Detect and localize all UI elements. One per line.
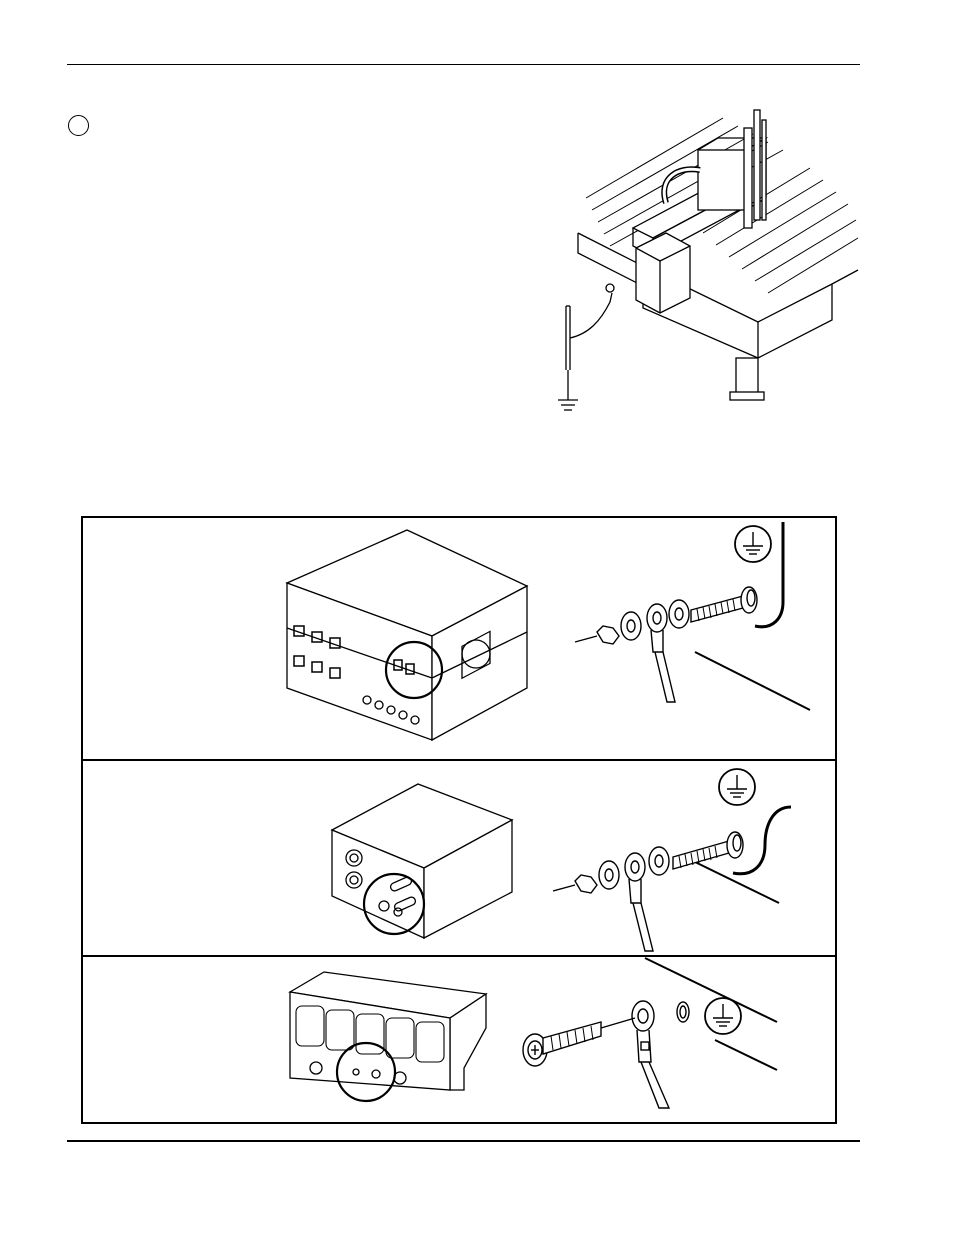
filter-assembly-illustration bbox=[286, 968, 491, 1106]
protective-earth-icon bbox=[734, 525, 772, 563]
power-supply-unit-illustration bbox=[282, 528, 532, 748]
cutting-table-ground-rod-illustration bbox=[548, 108, 868, 413]
panel-divider-1 bbox=[81, 759, 837, 761]
panel-divider-2 bbox=[81, 955, 837, 957]
nut-washers-lug-stud-illustration bbox=[574, 522, 820, 712]
protective-earth-icon bbox=[704, 997, 742, 1035]
screw-lug-illustration bbox=[515, 957, 795, 1110]
console-box-illustration bbox=[328, 780, 518, 945]
grounding-panels-frame bbox=[81, 516, 837, 1124]
footer-rule bbox=[67, 1140, 860, 1142]
step-marker-circle bbox=[68, 115, 89, 136]
nut-washers-lug-stud-illustration bbox=[552, 765, 798, 953]
header-rule bbox=[67, 64, 860, 65]
protective-earth-icon bbox=[718, 768, 756, 806]
